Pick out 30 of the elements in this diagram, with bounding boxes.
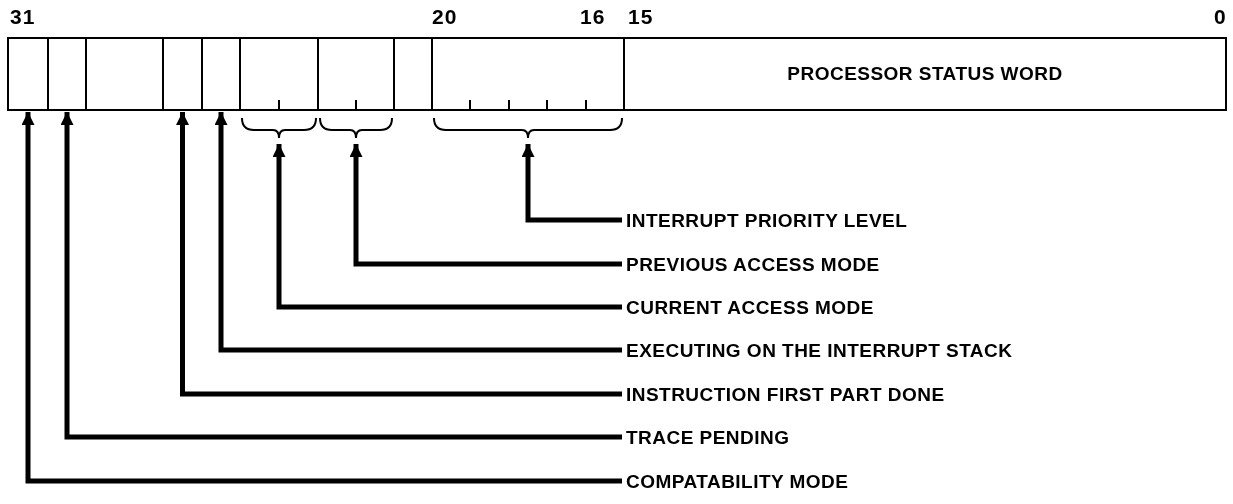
arrow <box>272 144 622 310</box>
flag-label: INTERRUPT PRIORITY LEVEL <box>626 207 908 233</box>
flag-label: COMPATABILITY MODE <box>626 468 849 494</box>
bit-number: 15 <box>628 6 654 27</box>
flag-label: EXECUTING ON THE INTERRUPT STACK <box>626 337 1013 363</box>
bit-field-box <box>431 37 625 111</box>
bit-number: 0 <box>1214 6 1227 27</box>
bit-field-box <box>7 37 49 111</box>
bit-field-box <box>239 37 319 111</box>
bit-field-box <box>162 37 203 111</box>
bit-field-box <box>85 37 164 111</box>
arrow <box>176 112 622 397</box>
bit-number: 31 <box>10 6 36 27</box>
bit-field-box <box>47 37 87 111</box>
flag-label: PREVIOUS ACCESS MODE <box>626 251 880 277</box>
bit-number: 20 <box>432 6 458 27</box>
bit-number: 16 <box>580 6 606 27</box>
flag-label: INSTRUCTION FIRST PART DONE <box>626 381 945 407</box>
bit-field-box <box>201 37 241 111</box>
arrow <box>521 144 622 223</box>
flag-label: CURRENT ACCESS MODE <box>626 294 874 320</box>
flag-label: TRACE PENDING <box>626 424 790 450</box>
arrow <box>214 112 622 353</box>
bit-field-box <box>317 37 395 111</box>
arrow <box>21 112 622 484</box>
arrow <box>60 112 622 440</box>
arrow <box>349 144 622 267</box>
field-label: PROCESSOR STATUS WORD <box>787 61 1063 86</box>
bit-field-box <box>393 37 433 111</box>
register-field <box>623 37 1227 111</box>
